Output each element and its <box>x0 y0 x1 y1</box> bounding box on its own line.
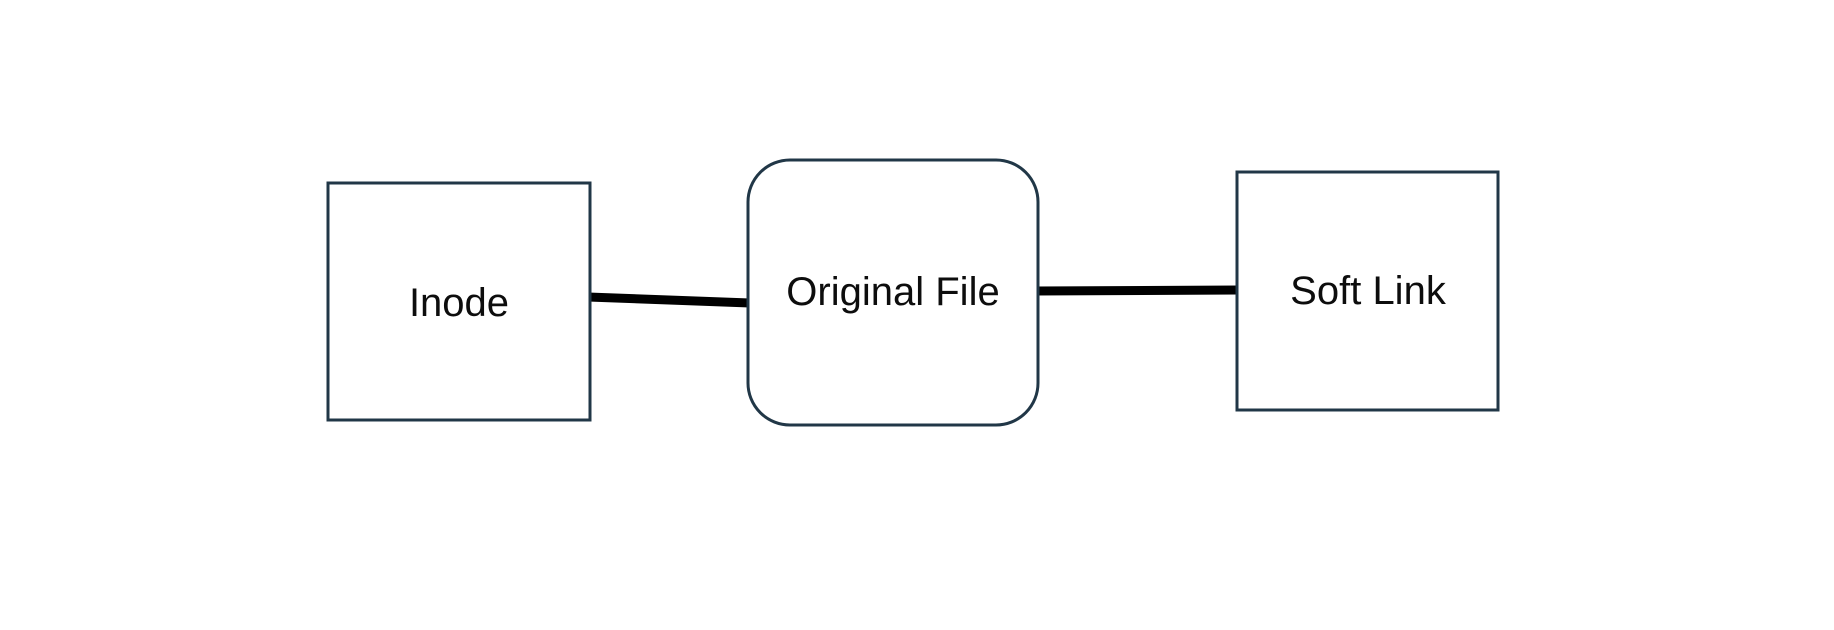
node-soft-link <box>1235 170 1500 412</box>
node-original-file-label: Original File <box>786 270 999 314</box>
connector-originalfile-softlink <box>1035 285 1240 296</box>
node-original-file <box>746 158 1040 427</box>
node-soft-link-label: Soft Link <box>1290 269 1447 313</box>
node-inode-label: Inode <box>409 281 509 325</box>
connector-inode-originalfile <box>587 292 751 308</box>
node-inode <box>326 181 592 422</box>
